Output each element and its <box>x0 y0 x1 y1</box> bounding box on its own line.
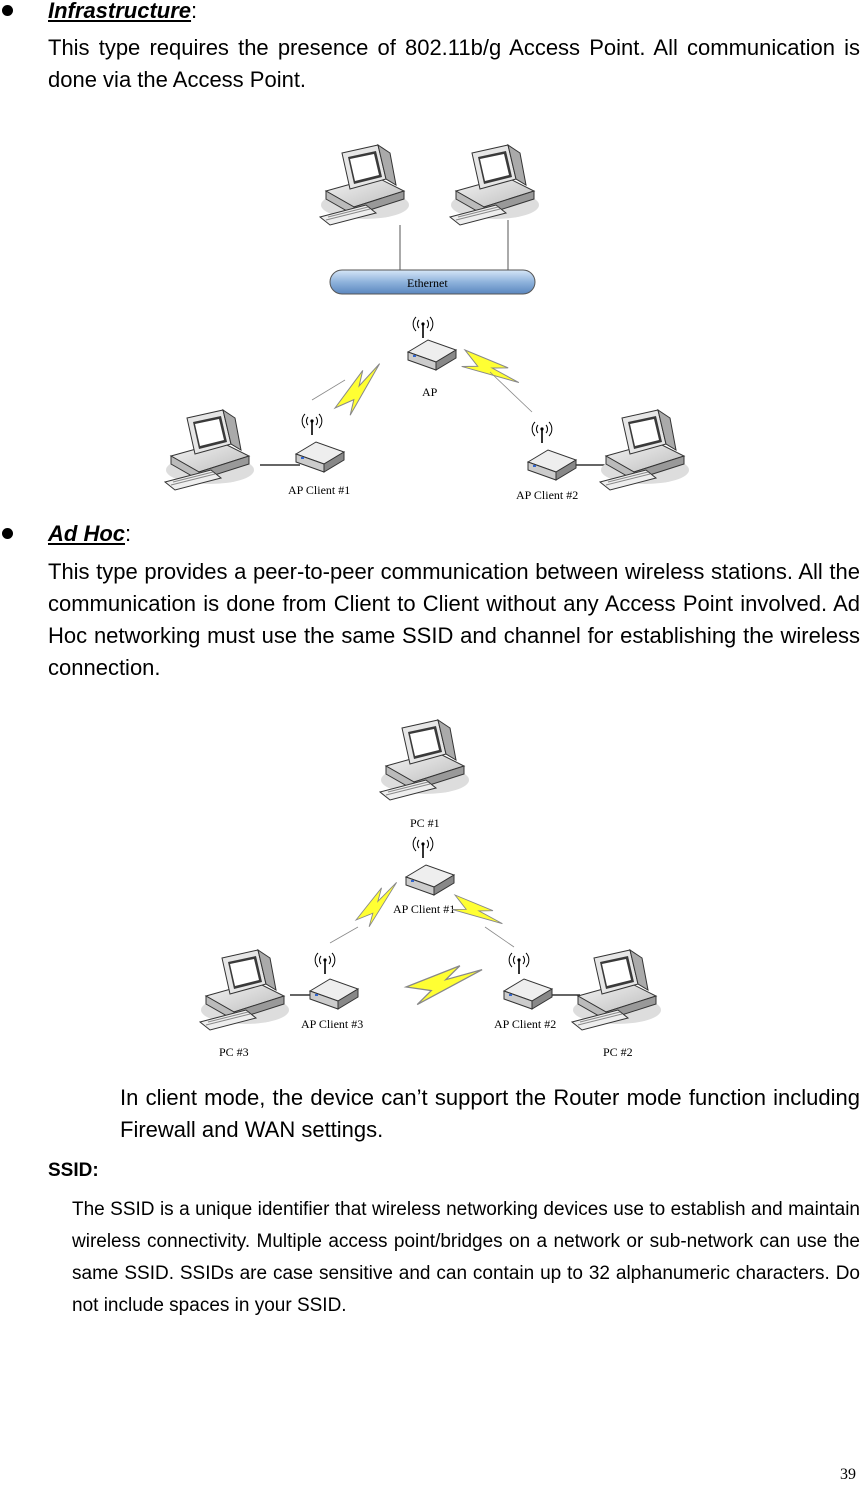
ethernet-label: Ethernet <box>407 276 448 290</box>
ap-client-1-label: AP Client #1 <box>393 902 455 916</box>
infrastructure-description: This type requires the presence of 802.1… <box>48 35 860 92</box>
ap-client-icon <box>405 864 455 896</box>
infrastructure-diagram: Ethernet AP AP Client #1 AP Client #2 <box>164 144 690 502</box>
pc-3-label: PC #3 <box>219 1045 249 1059</box>
antenna-icon <box>531 421 553 444</box>
wireless-link-icon <box>403 962 486 1007</box>
pc-icon <box>319 144 410 226</box>
antenna-icon <box>412 316 434 339</box>
wireless-link-icon <box>446 885 506 940</box>
ssid-heading: SSID: <box>48 1160 99 1181</box>
infrastructure-term: Infrastructure: <box>48 0 198 23</box>
pc-icon <box>199 949 290 1031</box>
ap-client-icon <box>309 978 359 1010</box>
pc-2-label: PC #2 <box>603 1045 633 1059</box>
access-point-icon <box>407 339 457 371</box>
antenna-icon <box>301 413 323 436</box>
antenna-icon <box>412 836 434 859</box>
pc-icon <box>599 409 690 491</box>
bullet-point <box>2 528 13 539</box>
ap-client-2-label: AP Client #2 <box>516 488 578 502</box>
pc-1-label: PC #1 <box>410 816 440 830</box>
pc-icon <box>571 949 662 1031</box>
adhoc-term: Ad Hoc: <box>48 521 132 546</box>
ap-client-icon <box>503 978 553 1010</box>
ap-client-1-label: AP Client #1 <box>288 483 350 497</box>
pc-icon <box>379 719 470 801</box>
adhoc-description: This type provides a peer-to-peer commun… <box>48 559 860 680</box>
ethernet-bar <box>329 269 536 295</box>
adhoc-term-text: Ad Hoc <box>48 521 125 546</box>
antenna-icon <box>508 952 530 975</box>
antenna-icon <box>314 952 336 975</box>
pc-icon <box>449 144 540 226</box>
client-mode-note: In client mode, the device can’t support… <box>120 1085 860 1142</box>
ap-client-3-label: AP Client #3 <box>301 1017 363 1031</box>
ap-label: AP <box>422 385 438 399</box>
wireless-link-icon <box>326 359 394 421</box>
ap-client-icon <box>527 449 577 481</box>
adhoc-diagram: PC #1 AP Client #1 AP Client #3 PC #3 AP… <box>199 719 662 1059</box>
ap-client-2-label: AP Client #2 <box>494 1017 556 1031</box>
page-number: 39 <box>840 1466 856 1483</box>
ssid-description: The SSID is a unique identifier that wir… <box>72 1199 860 1316</box>
wireless-link-icon <box>455 339 523 401</box>
ap-client-icon <box>295 441 345 473</box>
pc-icon <box>164 409 255 491</box>
bullet-point <box>2 5 13 16</box>
infrastructure-term-text: Infrastructure <box>48 0 192 23</box>
